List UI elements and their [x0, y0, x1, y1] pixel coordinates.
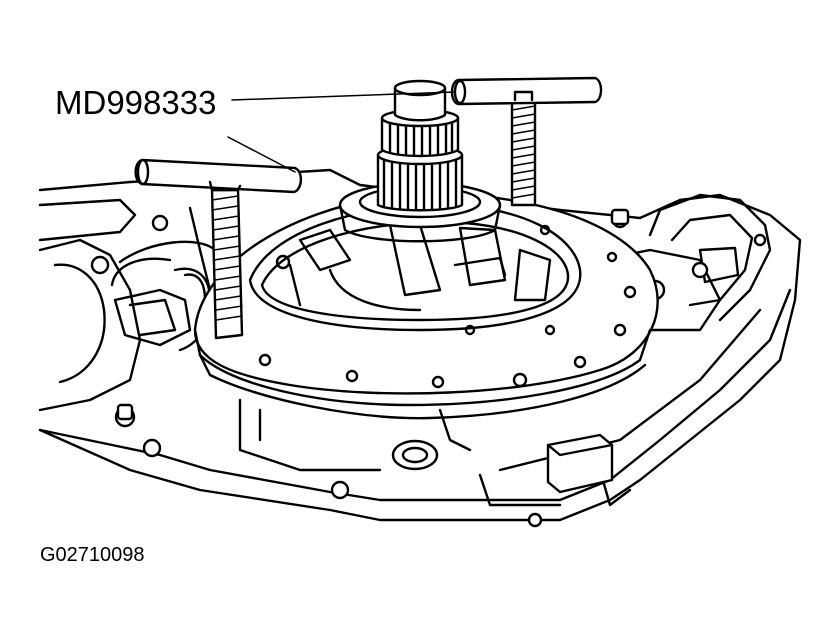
oil-pump-assembly: [193, 181, 659, 420]
input-shaft: [376, 79, 464, 212]
puller-bolt-left: [134, 158, 303, 340]
tool-number-label: MD998333: [55, 84, 217, 121]
callout-leaders: [227, 91, 456, 173]
transmission-case: [38, 168, 802, 528]
figure-code-label: G02710098: [40, 544, 145, 566]
internal-clutch-cage: [110, 206, 217, 352]
puller-bolt-right: [450, 76, 603, 207]
